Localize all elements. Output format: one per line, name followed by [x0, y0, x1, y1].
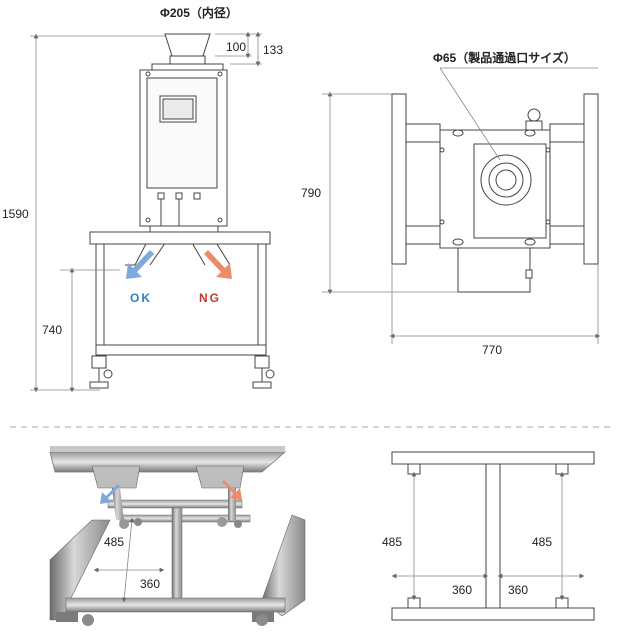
depth-label: 790 [301, 186, 321, 200]
ok-arrow-icon [126, 250, 154, 279]
photo-ok-arrow-icon [100, 484, 120, 504]
inlet-diameter-label: Φ205（内径） [160, 5, 238, 20]
photo-ng-arrow-icon [222, 480, 242, 500]
photo-dim-485: 485 [104, 535, 124, 549]
base-dim-485-right: 485 [532, 535, 552, 549]
top-dimension-lines [322, 67, 601, 344]
photo-dimension-lines [93, 517, 165, 603]
inlet-hopper [164, 33, 211, 57]
ng-label: NG [199, 291, 221, 305]
stand-top-rail [89, 231, 271, 245]
base-plan [391, 451, 595, 621]
dim-100: 100 [226, 40, 246, 54]
base-dimension-lines [391, 471, 585, 601]
photo-dim-360: 360 [140, 577, 160, 591]
stand-photo [0, 446, 306, 640]
base-dim-360-right: 360 [508, 583, 528, 597]
front-dimension-lines [30, 31, 262, 393]
height-stand-label: 740 [42, 323, 62, 337]
base-dim-360-left: 360 [452, 583, 472, 597]
aperture-label: Φ65（製品通過口サイズ） [433, 50, 576, 65]
dim-133: 133 [263, 43, 283, 57]
top-view [391, 93, 599, 293]
width-label: 770 [482, 343, 502, 357]
height-total-label: 1590 [2, 207, 29, 221]
front-view [89, 33, 275, 389]
ok-label: OK [130, 291, 152, 305]
ng-arrow-icon [204, 250, 232, 279]
control-box-top [457, 247, 531, 293]
base-dim-485-left: 485 [382, 535, 402, 549]
